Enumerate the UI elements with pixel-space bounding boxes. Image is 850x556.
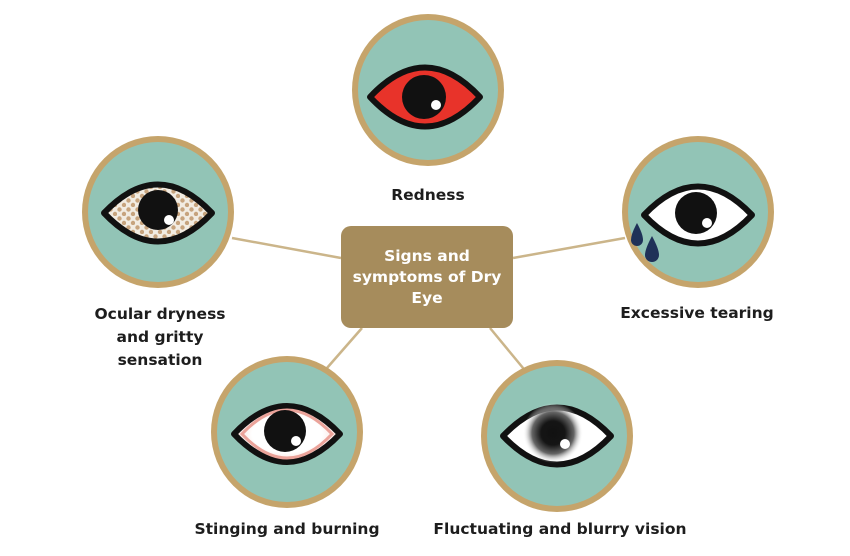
excessive-tearing-node (622, 136, 774, 288)
stinging-burning-node (211, 356, 363, 508)
center-title: Signs and symptoms of Dry Eye (352, 246, 502, 307)
connectors (231, 236, 626, 377)
label-ocular-dryness: Ocular dryness and gritty sensation (94, 305, 226, 369)
center-title-box: Signs and symptoms of Dry Eye (341, 226, 513, 328)
label-redness: Redness (391, 186, 465, 204)
connector-excessive-tearing (512, 236, 626, 260)
tearing-eye-icon (631, 183, 755, 262)
blurry-vision-node (481, 360, 633, 512)
connector-ocular-dryness (231, 236, 342, 260)
label-stinging-burning: Stinging and burning (194, 520, 380, 538)
blurry-eye-icon (500, 403, 614, 468)
red-eye-icon (367, 64, 483, 130)
burning-eye-icon (231, 403, 343, 465)
label-blurry-vision: Fluctuating and blurry vision (433, 520, 687, 538)
label-excessive-tearing: Excessive tearing (620, 304, 774, 322)
gritty-eye-icon (101, 181, 215, 245)
ocular-dryness-node (82, 136, 234, 288)
redness-node (352, 14, 504, 166)
connector-blurry (489, 327, 529, 375)
